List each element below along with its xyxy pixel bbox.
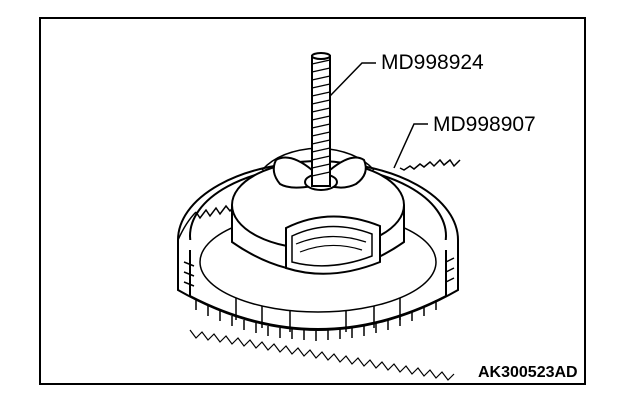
leader-line-md998924 [329,62,376,97]
threaded-rod-icon [311,52,331,187]
leader-line-md998907 [393,123,428,169]
callout-label-md998924: MD998924 [381,51,484,74]
adapter-plate-icon [231,147,405,275]
callout-label-md998907: MD998907 [433,113,536,136]
figure-id-label: AK300523AD [478,364,578,381]
